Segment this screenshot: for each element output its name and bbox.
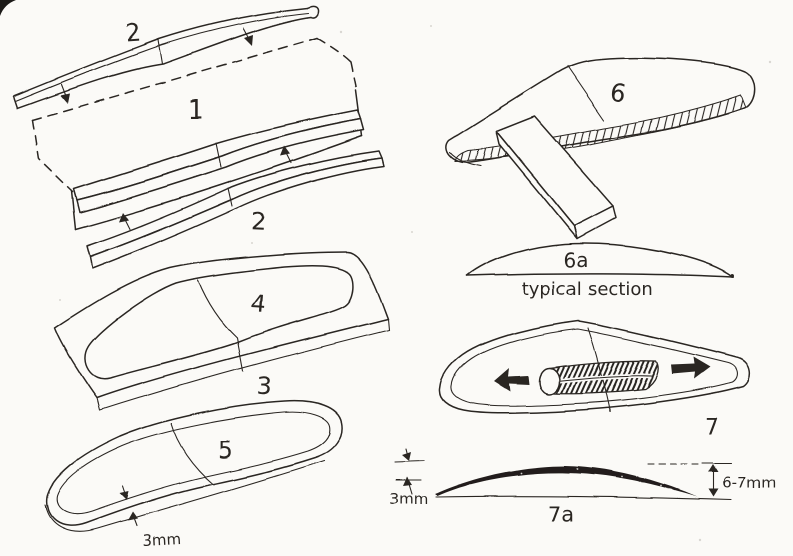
section-tip-dot: [731, 274, 735, 278]
step4-wing-outline: [84, 264, 355, 380]
cambered-sheet: [435, 466, 697, 497]
blank-joint-line: [170, 422, 215, 486]
blank-thickness-label: 3mm: [142, 530, 182, 550]
scan-corner-mark: [0, 0, 16, 16]
outline-joint-line-lower: [236, 337, 244, 372]
spar-joint-line: [157, 39, 163, 65]
blank-thickness-arrow-down: [120, 485, 129, 500]
step2-spar-strip-top: [13, 5, 320, 109]
step4-label: 4: [250, 290, 267, 319]
sheet-thickness-dimension: 3mm: [390, 448, 429, 508]
step2-bottom-label: 2: [250, 208, 267, 237]
step7-cambering: 7: [439, 320, 750, 441]
spar-joint-line: [215, 142, 222, 168]
drawing: 2 1 2 4 3: [13, 5, 776, 550]
spar-joint-line: [227, 187, 233, 207]
step5-wing-blank: 5 3mm: [44, 399, 344, 550]
typical-section-caption: typical section: [522, 279, 653, 300]
step6a-label: 6a: [564, 248, 589, 272]
step3-board: [54, 251, 390, 411]
placement-arrow-up-right: [280, 146, 292, 164]
step6-wing-panel: [445, 57, 756, 167]
dowel-end: [538, 367, 560, 395]
chord-baseline: [435, 495, 732, 501]
step3-label: 3: [256, 372, 271, 400]
placement-arrow-down-left: [61, 83, 70, 103]
step1-2-block-and-strips: 2 1 2: [13, 5, 385, 270]
step7-label: 7: [705, 416, 719, 441]
camber-height-dimension: 6-7mm: [647, 462, 776, 497]
step2-spar-strip-bottom: [86, 150, 385, 270]
sanding-block: [495, 115, 617, 240]
sanding-dowel: [538, 360, 659, 395]
sand-direction-arrow-left: [494, 368, 529, 391]
placement-arrow-down-right: [242, 27, 253, 46]
step2-strip-on-block: [73, 109, 365, 213]
step6-label: 6: [608, 77, 628, 108]
panel-joint-line: [566, 65, 605, 121]
step1-label: 1: [188, 95, 205, 125]
blank-thickness-arrow-up: [127, 512, 137, 527]
outline-joint-line: [197, 279, 238, 339]
step6a-airfoil-section: 6a typical section: [466, 242, 735, 300]
step3-4-board-with-outline: 4 3: [54, 251, 390, 411]
step5-label: 5: [218, 438, 233, 464]
sheet-thickness-label: 3mm: [390, 490, 429, 508]
placement-arrow-up-left: [119, 212, 131, 230]
step7a-cambered-section: 3mm 6-7mm 7a: [390, 448, 776, 526]
sand-direction-arrow-right: [671, 357, 710, 379]
step7a-label: 7a: [548, 502, 574, 526]
camber-height-label: 6-7mm: [722, 474, 776, 492]
step2-top-label: 2: [125, 19, 142, 48]
step6-sanding-panel: 6: [445, 57, 756, 240]
